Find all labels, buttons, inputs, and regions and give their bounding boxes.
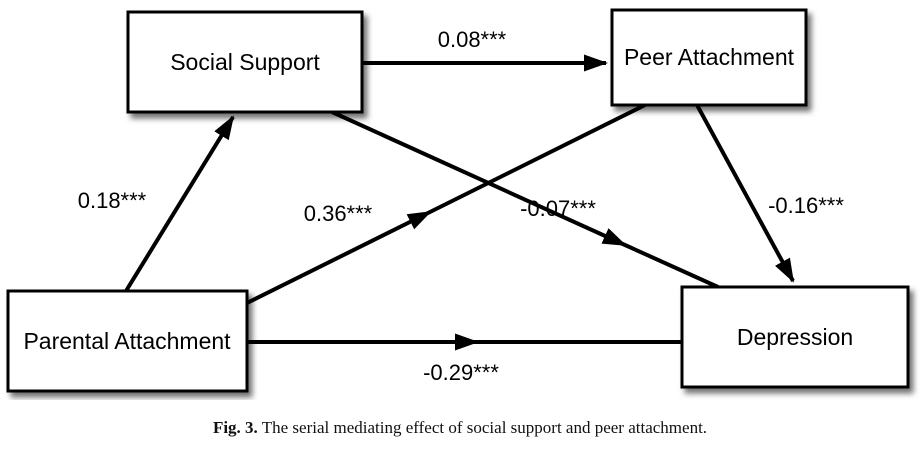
node-box-depression xyxy=(680,285,910,389)
figure-caption: Fig. 3. The serial mediating effect of s… xyxy=(0,418,920,438)
node-parental-attachment: Parental Attachment xyxy=(6,289,249,393)
node-label-depression: Depression xyxy=(737,324,853,350)
arrow-peer-attachment-to-depression xyxy=(695,104,795,283)
coef-label-social-support-to-peer-attachment: 0.08*** xyxy=(438,27,507,52)
arrow-parental-attachment-to-peer-attachment xyxy=(246,103,646,305)
node-box-parental-attachment xyxy=(6,289,249,393)
coef-label-parental-attachment-to-peer-attachment: 0.36*** xyxy=(304,201,373,226)
coef-label-parental-attachment-to-depression: -0.29*** xyxy=(423,360,499,385)
figure-caption-text: The serial mediating effect of social su… xyxy=(261,418,708,437)
node-peer-attachment: Peer Attachment xyxy=(610,8,808,107)
node-label-parental-attachment: Parental Attachment xyxy=(23,328,231,354)
arrow-social-support-to-depression xyxy=(331,110,719,289)
node-social-support: Social Support xyxy=(126,10,364,114)
coef-label-parental-attachment-to-social-support: 0.18*** xyxy=(78,188,147,213)
path-diagram-canvas: 0.08*** 0.18*** 0.36*** -0.07*** -0.16**… xyxy=(6,8,910,393)
node-label-social-support: Social Support xyxy=(170,49,320,75)
node-label-peer-attachment: Peer Attachment xyxy=(624,44,795,70)
coef-label-peer-attachment-to-depression: -0.16*** xyxy=(768,193,844,218)
node-box-peer-attachment xyxy=(610,8,808,107)
coef-label-social-support-to-depression: -0.07*** xyxy=(520,196,596,221)
figure-caption-label: Fig. 3. xyxy=(212,418,258,437)
node-depression: Depression xyxy=(680,285,910,389)
arrow-parental-attachment-to-social-support xyxy=(124,115,235,293)
node-box-social-support xyxy=(126,10,364,114)
